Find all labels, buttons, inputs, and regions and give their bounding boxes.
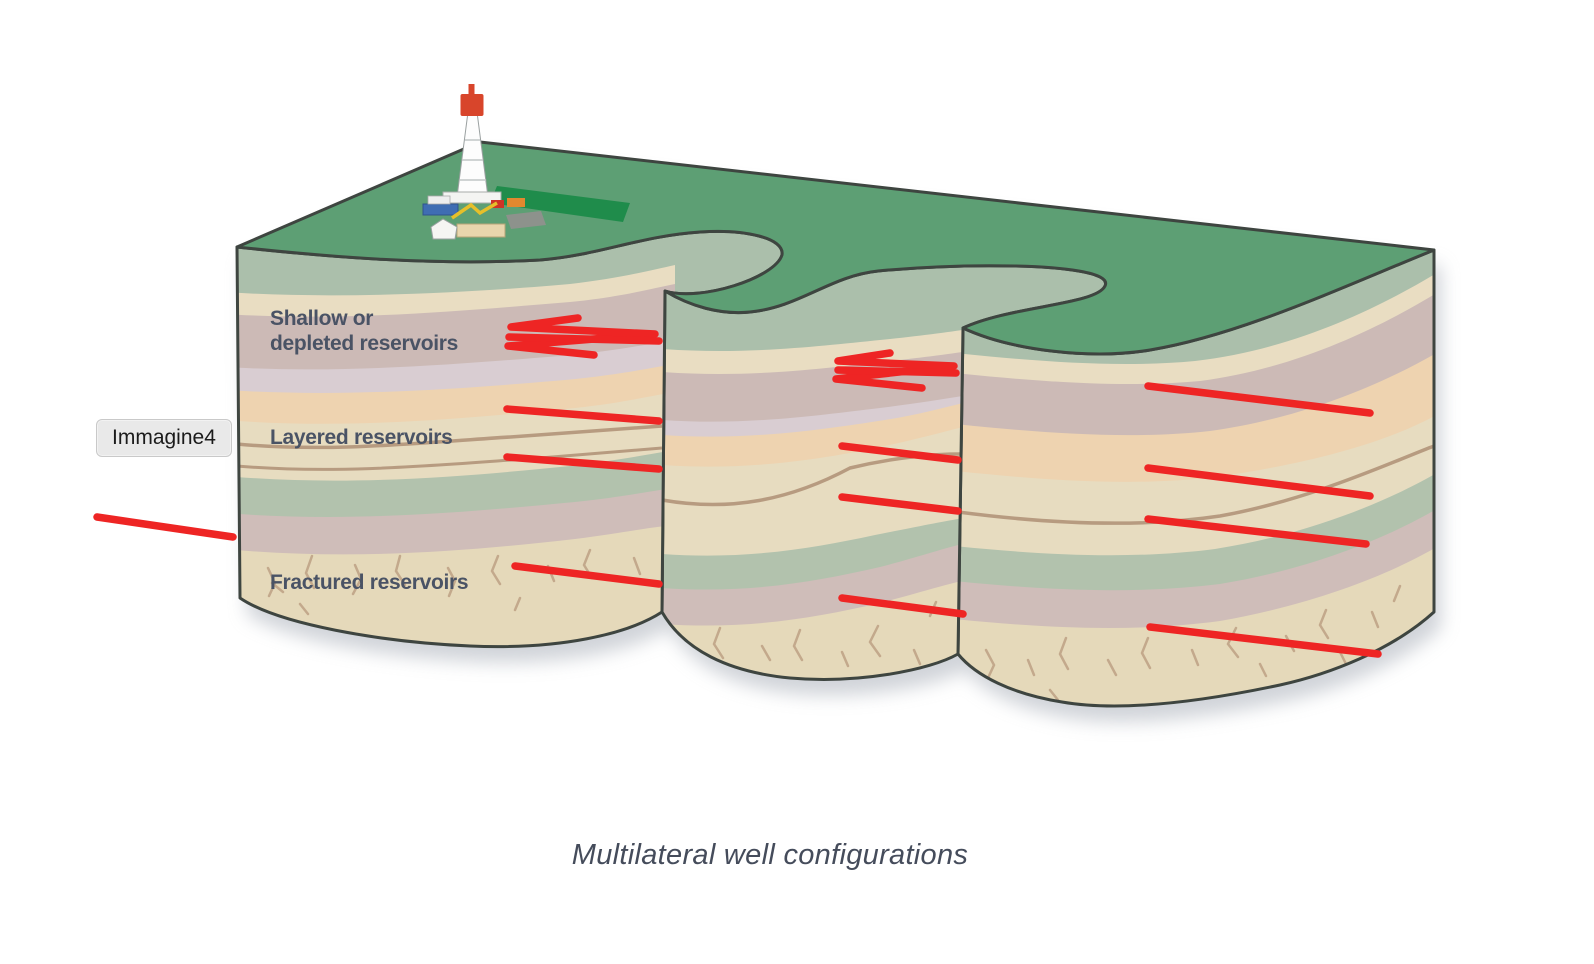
fracture-cracks-left (266, 548, 642, 616)
well-lateral (1144, 515, 1370, 548)
strata-bands-left (237, 265, 675, 647)
rig-container-orange (507, 198, 525, 207)
derrick-crown-icon (460, 94, 484, 116)
label-shallow-line2: depleted reservoirs (270, 332, 458, 355)
image-label-badge[interactable]: Immagine4 (96, 419, 232, 457)
well-lateral (1146, 623, 1382, 658)
well-fishbone-left (504, 314, 659, 359)
well-lateral (511, 562, 663, 588)
rig-pipes-yellow (451, 201, 498, 220)
well-lateral (1144, 382, 1374, 417)
geological-block-middle (660, 264, 1107, 681)
rig-container-blue (422, 203, 459, 216)
well-lateral (503, 405, 663, 425)
well-lateral (503, 453, 663, 473)
label-shallow-line1: Shallow or (270, 307, 373, 330)
strata-labels: Shallow or depleted reservoirs Layered r… (270, 307, 469, 594)
rig-tent (430, 218, 458, 240)
label-fractured: Fractured reservoirs (270, 571, 468, 594)
well-lateral (838, 493, 962, 515)
label-layered: Layered reservoirs (270, 426, 453, 449)
strata-bands-middle (662, 328, 975, 680)
well-lateral (1144, 464, 1374, 500)
well-lateral-outside-left (93, 513, 237, 541)
rig-shadow-stripe (490, 186, 630, 222)
figure-caption: Multilateral well configurations (571, 839, 969, 871)
well-fishbone-middle (832, 349, 958, 392)
well-lateral (838, 594, 967, 618)
rig-mats (456, 223, 506, 238)
drilling-rig-illustration (422, 84, 630, 240)
multilateral-wells (93, 314, 1382, 658)
well-lateral (838, 442, 962, 464)
rig-pad (506, 211, 546, 229)
